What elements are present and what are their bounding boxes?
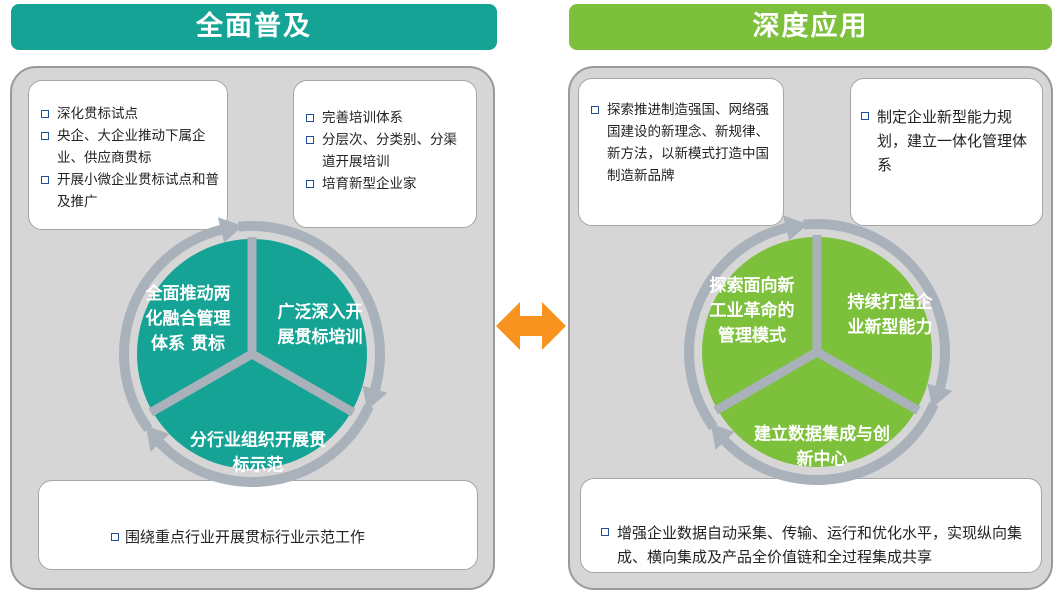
- right-banner-title: 深度应用: [569, 4, 1052, 50]
- right-top-left-box: 探索推进制造强国、网络强国建设的新理念、新规律、新方法，以新模式打造中国制造新品…: [578, 78, 784, 226]
- left-bottom-text: 围绕重点行业开展贯标行业示范工作: [125, 528, 366, 546]
- left-banner-title: 全面普及: [11, 4, 497, 50]
- segment-label: 管理模式: [718, 325, 786, 346]
- cycle-arrow-1: [238, 221, 388, 411]
- cycle-arrow-2: [710, 402, 939, 485]
- segment-label: 化融合管理: [146, 308, 231, 329]
- list-item: 培育新型企业家: [306, 173, 468, 195]
- cycle-arrow-2: [145, 404, 374, 488]
- bullet-square-icon: [111, 532, 119, 541]
- wheel-divider-3: [148, 350, 255, 417]
- wheel-divider-2: [249, 350, 356, 417]
- segment-label: 分行业组织开展贯: [190, 430, 326, 451]
- segment-label: 探索面向新: [710, 275, 795, 296]
- segment-label: 工业革命的: [710, 300, 795, 321]
- wheel-divider-2: [814, 348, 921, 415]
- list-item: 分层次、分类别、分渠道开展培训: [306, 129, 468, 173]
- cycle-arrow-1: [803, 219, 953, 409]
- segment-label: 展贯标培训: [278, 327, 363, 348]
- right-top-right-box: 制定企业新型能力规划，建立一体化管理体系: [850, 78, 1043, 226]
- segment-label: 全面推动两: [145, 283, 231, 304]
- segment-label: 体系 贯标: [151, 333, 225, 354]
- cycle-arrow-3: [684, 215, 809, 431]
- cycle-arrow-3: [119, 217, 244, 433]
- list-item: 增强企业数据自动采集、传输、运行和优化水平，实现纵向集成、横向集成及产品全价值链…: [601, 521, 1031, 569]
- list-item: 深化贯标试点: [41, 103, 219, 125]
- segment-label: 持续打造企: [848, 292, 934, 313]
- left-bottom-box: 围绕重点行业开展贯标行业示范工作: [38, 480, 478, 570]
- right-bottom-box: 增强企业数据自动采集、传输、运行和优化水平，实现纵向集成、横向集成及产品全价值链…: [580, 478, 1042, 573]
- double-arrow-icon: [496, 302, 566, 350]
- wheel-divider-3: [713, 348, 820, 415]
- list-item: 开展小微企业贯标试点和普及推广: [41, 169, 219, 213]
- list-item: 探索推进制造强国、网络强国建设的新理念、新规律、新方法，以新模式打造中国制造新品…: [591, 99, 775, 187]
- list-item: 制定企业新型能力规划，建立一体化管理体系: [861, 105, 1034, 177]
- segment-label: 业新型能力: [848, 317, 933, 338]
- segment-label: 建立数据集成与创: [754, 424, 890, 445]
- segment-label: 广泛深入开: [278, 302, 363, 323]
- segment-label: 新中心: [797, 449, 848, 470]
- segment-label: 标示范: [233, 455, 284, 476]
- list-item: 完善培训体系: [306, 107, 468, 129]
- left-top-right-box: 完善培训体系 分层次、分类别、分渠道开展培训 培育新型企业家: [293, 80, 477, 228]
- list-item: 央企、大企业推动下属企业、供应商贯标: [41, 125, 219, 169]
- left-top-left-box: 深化贯标试点 央企、大企业推动下属企业、供应商贯标 开展小微企业贯标试点和普及推…: [28, 80, 228, 230]
